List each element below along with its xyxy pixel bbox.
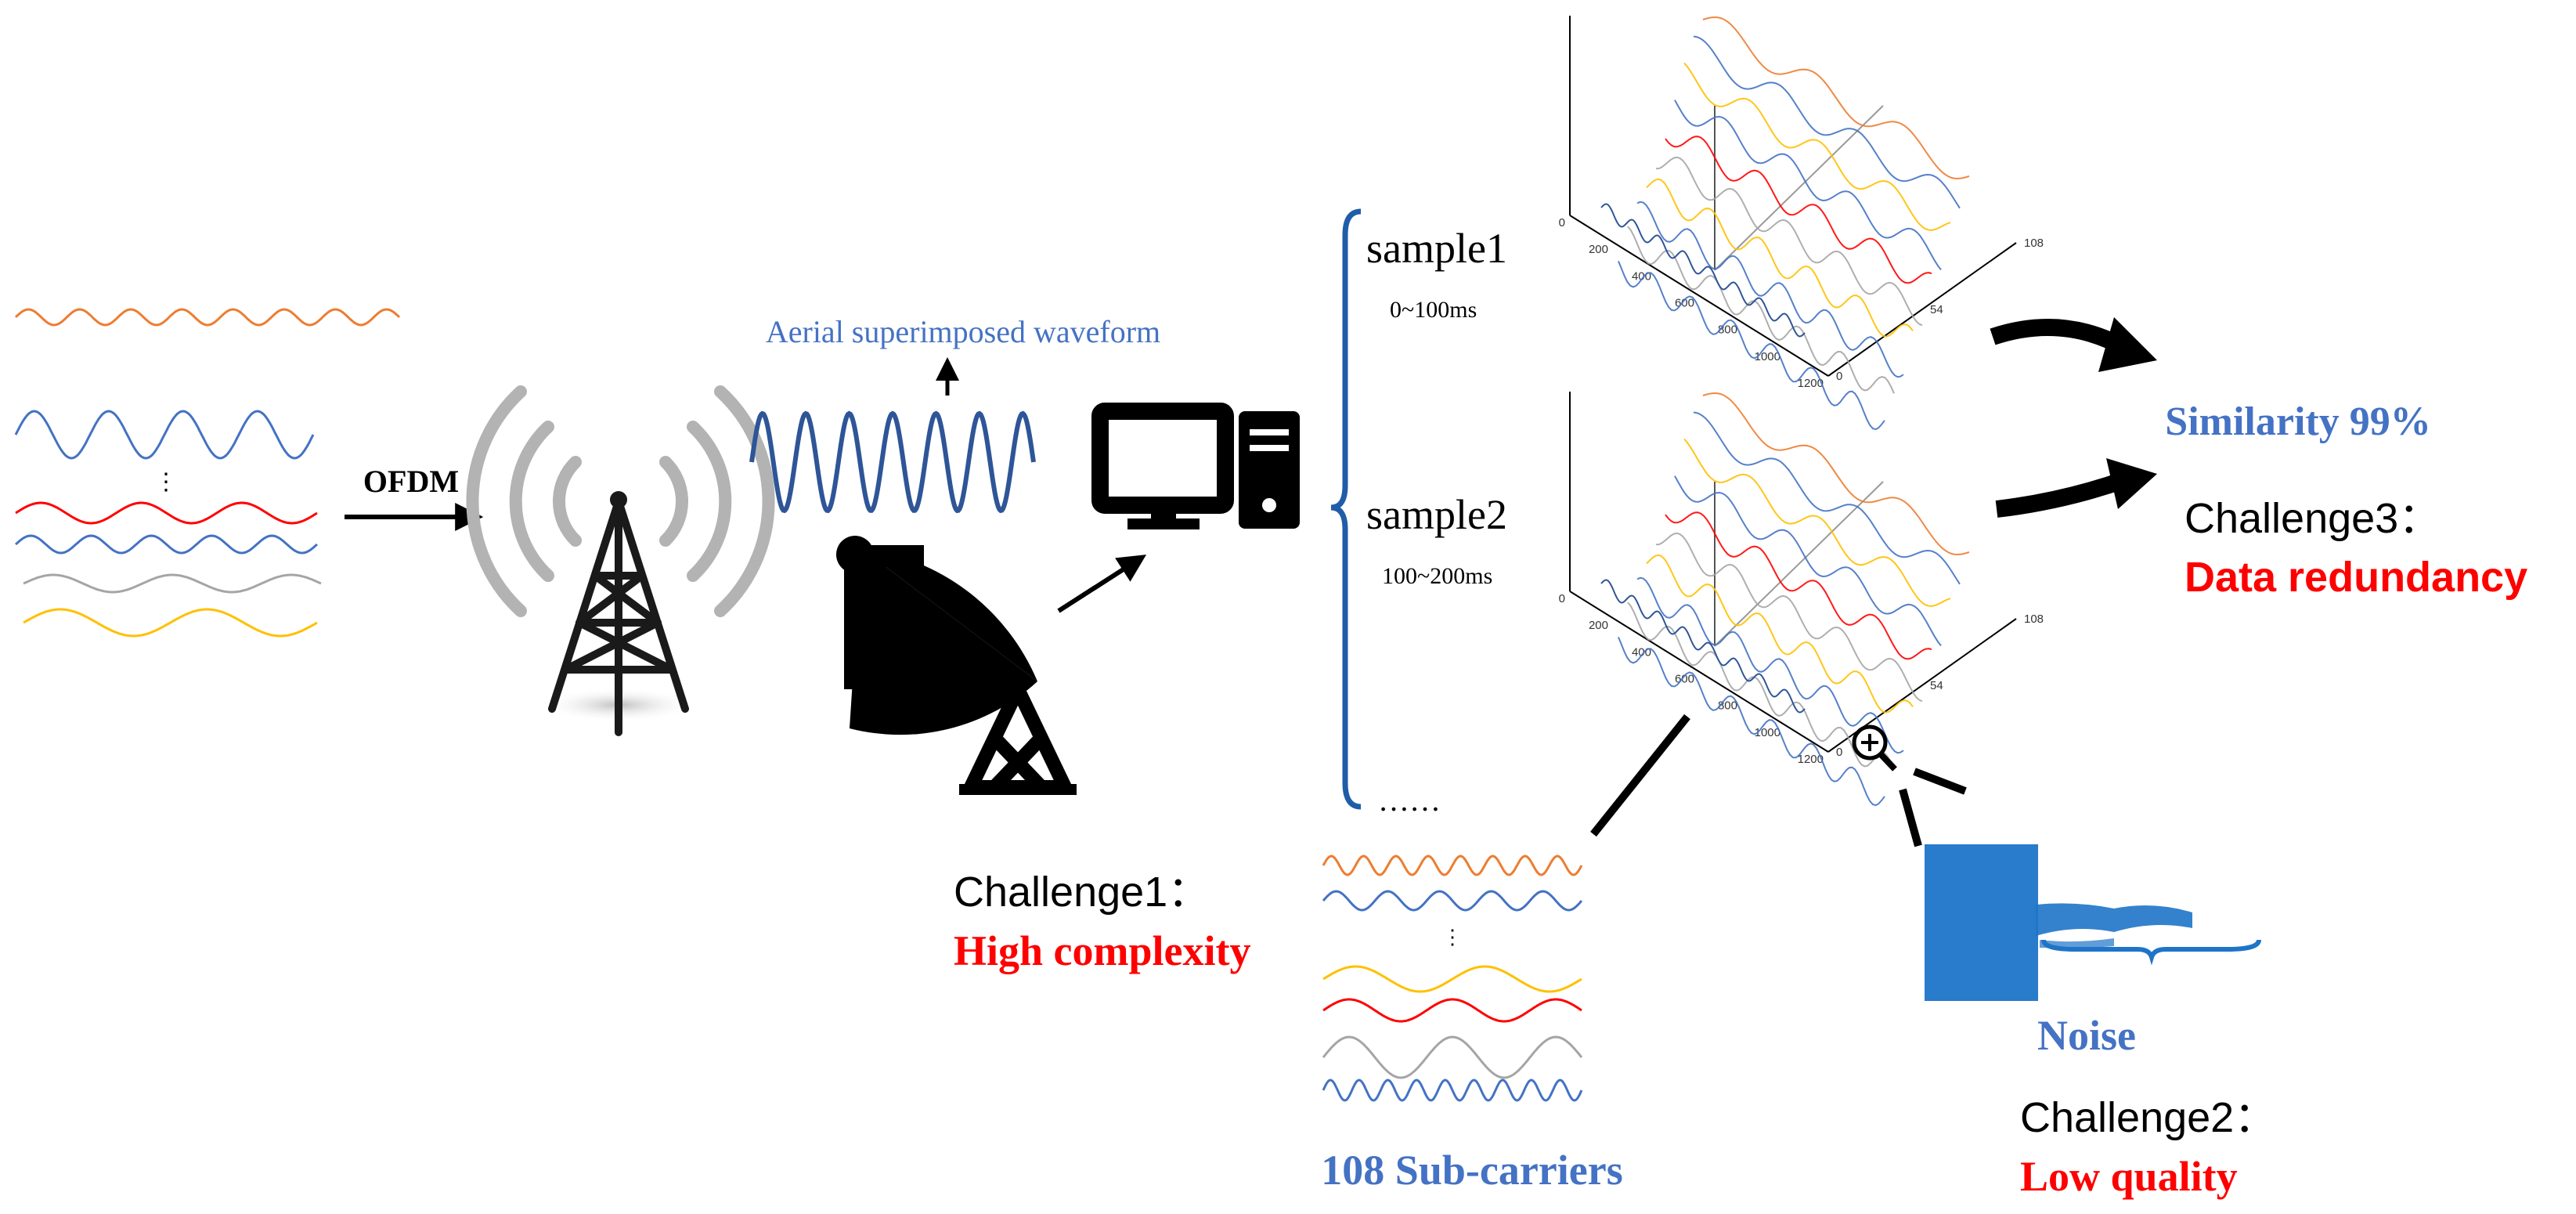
noise-connector-upper: [1913, 768, 1967, 795]
plot-tick-time: 1200: [1798, 377, 1824, 390]
aerial-waveform-label: Aerial superimposed waveform: [766, 314, 1160, 349]
plot-subcarrier-ribbon: [1655, 156, 1923, 327]
similarity-arrow-upper: [1990, 319, 2130, 356]
sub-wave-yellow: [1322, 965, 1582, 993]
plot-subcarrier-ribbon: [1683, 438, 1951, 607]
challenge3-title: Challenge3：: [2185, 495, 2441, 542]
noise-waveform: [1925, 844, 2261, 1001]
plot-subcarrier-ribbon: [1665, 511, 1932, 660]
plot-axis-diagonal: [1714, 105, 1884, 271]
magnifier-plus-icon: [1852, 724, 1897, 771]
plot-subcarrier-ribbon-dense: [1600, 203, 1806, 338]
input-wave-red: [15, 501, 318, 525]
input-vertical-dots: ⋮: [154, 469, 178, 495]
challenge2-desc: Low quality: [2020, 1153, 2238, 1200]
sub-wave-orange: [1322, 854, 1583, 876]
subcarrier-waveforms: ⋮: [1322, 854, 1583, 1102]
zoom-connector-line: [1590, 714, 1690, 837]
sub-wave-red: [1322, 998, 1582, 1023]
plot-subcarrier-ribbon: [1702, 392, 1970, 556]
plot-subcarrier-ribbon: [1674, 475, 1942, 647]
plot-axis-subcarrier: [1827, 242, 2017, 377]
samples-ellipsis: ……: [1378, 782, 1441, 818]
challenge3-desc: Data redundancy: [2185, 554, 2527, 601]
plot-axis-diagonal: [1714, 481, 1884, 647]
sample2-time: 100~200ms: [1382, 563, 1492, 589]
similarity-label: Similarity 99%: [2165, 399, 2430, 444]
plot-subcarrier-ribbon: [1627, 226, 1895, 394]
sample1-label: sample1: [1366, 225, 1507, 272]
plot-tick-time: 200: [1589, 243, 1608, 256]
plot-tick-subcarrier: 108: [2024, 237, 2044, 250]
plot-tick-subcarrier: 54: [1930, 679, 1943, 692]
plot-tick-subcarrier: 0: [1836, 370, 1842, 383]
plot-subcarrier-ribbon: [1646, 178, 1914, 338]
similarity-arrow-upper-head: [2098, 317, 2157, 372]
plot-subcarrier-ribbon: [1636, 576, 1904, 754]
plot-tick-time: 200: [1589, 619, 1608, 632]
sub-wave-gray: [1322, 1035, 1583, 1079]
samples-brace: [1330, 208, 1362, 810]
similarity-arrow-lower: [1995, 471, 2129, 518]
plot-subcarrier-ribbon-dense: [1600, 579, 1806, 714]
satellite-dish-icon: [836, 536, 1077, 795]
plot-subcarrier-ribbon: [1665, 135, 1932, 284]
sub-vertical-dots: ⋮: [1442, 926, 1463, 948]
dish-to-computer-arrow: [1057, 555, 1147, 613]
challenge1-title: Challenge1：: [954, 869, 1210, 916]
plot-tick-time: 400: [1632, 645, 1651, 659]
plot-axis-time: [1569, 591, 1829, 753]
plot-tick-subcarrier: 54: [1930, 303, 1943, 316]
computer-icon: [1091, 403, 1300, 529]
plot-tick-subcarrier: 108: [2024, 612, 2044, 626]
sub-wave-blue-2: [1322, 1079, 1583, 1102]
subcarriers-label: 108 Sub-carriers: [1321, 1147, 1622, 1194]
plot-tick-time: 1200: [1798, 753, 1824, 766]
sample2-label: sample2: [1366, 491, 1507, 538]
noise-connector-lower: [1899, 788, 1922, 847]
ofdm-label: OFDM: [363, 464, 459, 499]
plot-tick-time: 400: [1632, 269, 1651, 283]
plot-subcarrier-ribbon: [1702, 16, 1970, 180]
plot-subcarrier-ribbon: [1636, 201, 1904, 378]
challenge2-title: Challenge2：: [2020, 1094, 2276, 1141]
plot-subcarrier-ribbon: [1627, 602, 1895, 770]
sub-wave-blue-1: [1322, 890, 1583, 912]
plot-subcarrier-ribbon: [1693, 35, 1961, 209]
input-wave-blue-1: [14, 410, 315, 460]
challenge1-desc: High complexity: [954, 927, 1250, 974]
cell-tower-icon: [466, 385, 775, 736]
sample1-time: 0~100ms: [1390, 297, 1477, 323]
plot-subcarrier-ribbon: [1693, 411, 1961, 585]
plot-subcarrier-ribbon: [1618, 261, 1885, 431]
input-wave-blue-2: [15, 534, 318, 555]
plot-axis-time: [1569, 215, 1829, 377]
noise-label: Noise: [2037, 1012, 2136, 1059]
plot-tick-time: 0: [1559, 592, 1565, 605]
input-waveforms: ⋮: [14, 308, 401, 638]
plot-subcarrier-ribbon: [1674, 99, 1942, 271]
plot-tick-subcarrier: 0: [1836, 746, 1842, 759]
input-wave-gray: [23, 573, 322, 594]
plot-tick-time: 0: [1559, 216, 1565, 229]
plot-subcarrier-ribbon: [1646, 554, 1914, 714]
plot-subcarrier-ribbon: [1655, 532, 1923, 703]
aerial-waveform: [749, 410, 1036, 514]
plot-subcarrier-ribbon: [1618, 637, 1885, 807]
plot-subcarrier-ribbon: [1683, 62, 1951, 231]
noise-brace: [2041, 939, 2261, 966]
input-wave-yellow: [23, 608, 318, 638]
input-wave-orange: [14, 308, 401, 327]
similarity-arrow-lower-head: [2106, 458, 2157, 509]
